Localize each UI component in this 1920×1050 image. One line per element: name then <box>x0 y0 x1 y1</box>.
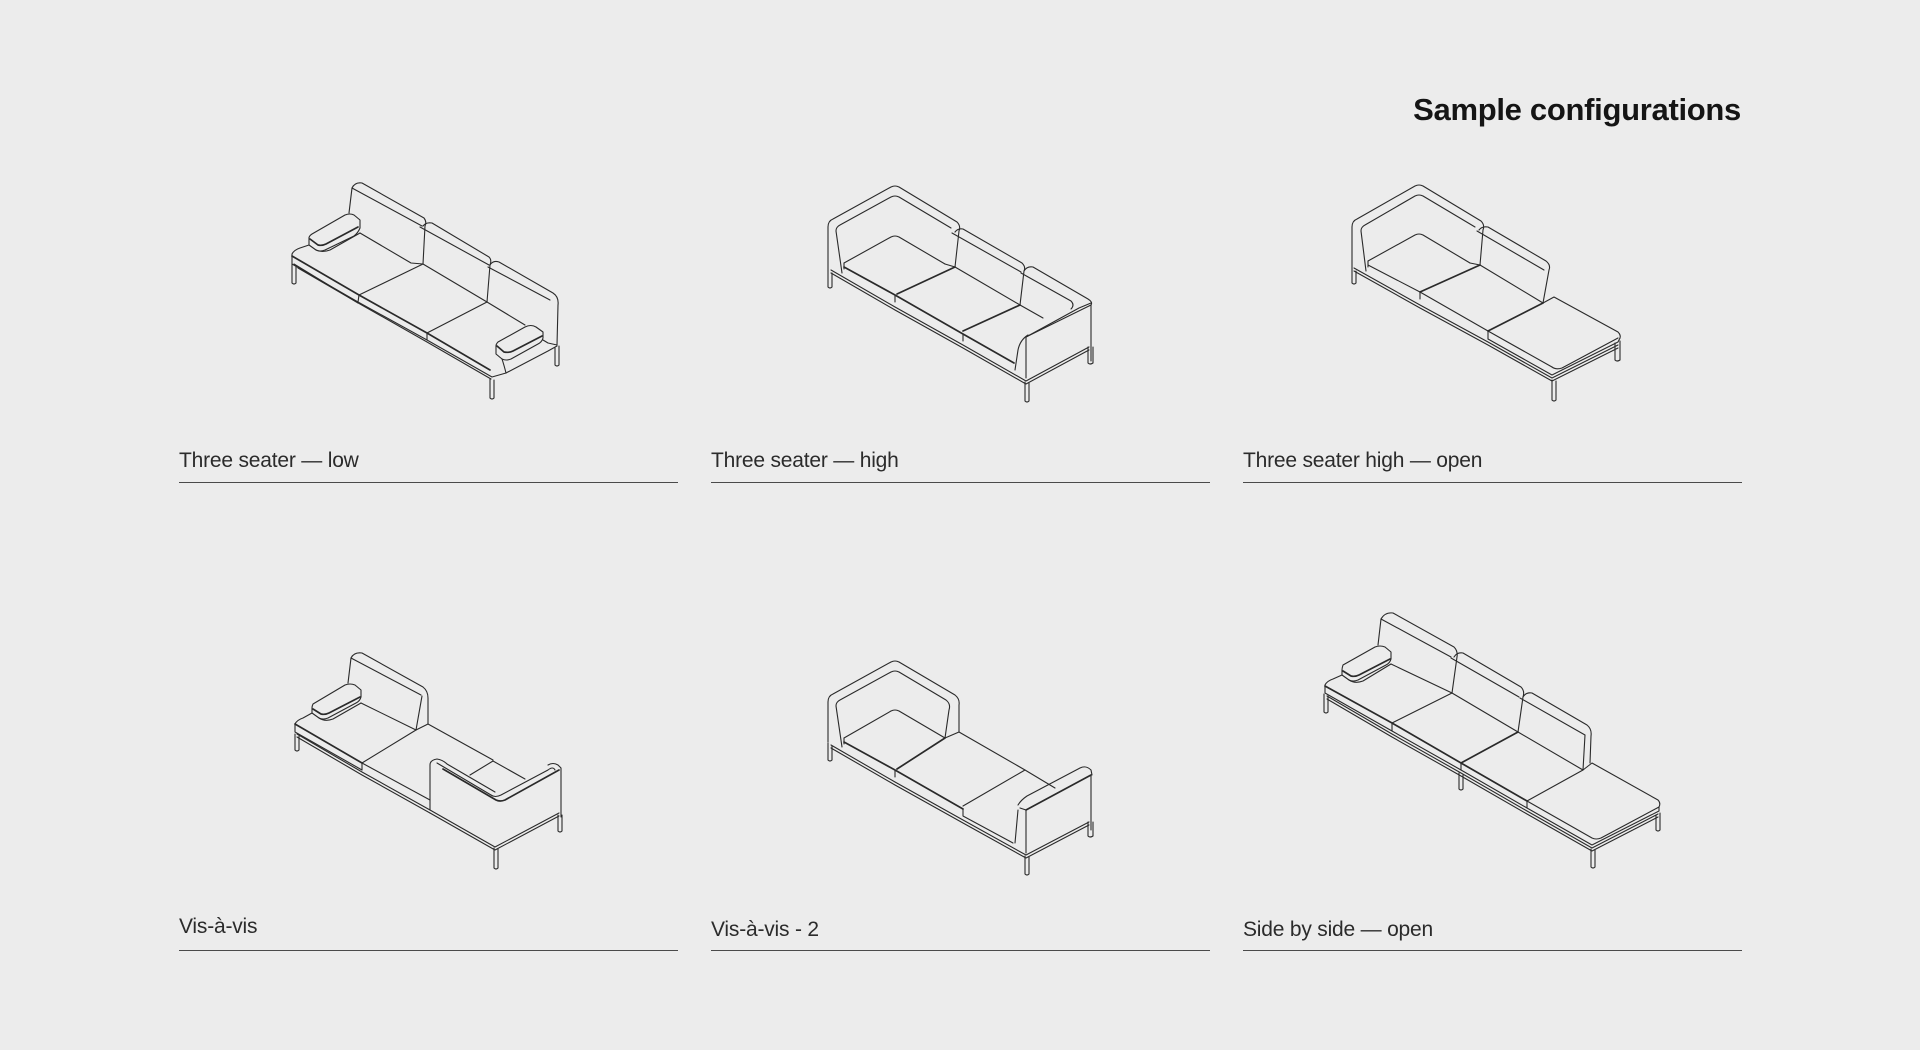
configuration-label: Three seater high — open <box>1243 449 1483 472</box>
sofa-side-by-side-open-icon <box>1315 605 1665 885</box>
divider <box>711 482 1210 483</box>
divider <box>179 950 678 951</box>
configuration-label: Three seater — low <box>179 449 359 472</box>
configuration-label: Vis-à-vis <box>179 915 258 938</box>
configuration-three-seater-high[interactable]: Three seater — high <box>711 170 1210 490</box>
configuration-vis-a-vis-2[interactable]: Vis-à-vis - 2 <box>711 640 1210 960</box>
sofa-three-seater-high-icon <box>815 175 1115 420</box>
configuration-three-seater-high-open[interactable]: Three seater high — open <box>1243 170 1742 490</box>
divider <box>1243 950 1742 951</box>
divider <box>1243 482 1742 483</box>
configuration-label: Three seater — high <box>711 449 899 472</box>
configuration-side-by-side-open[interactable]: Side by side — open <box>1243 600 1742 960</box>
page-title: Sample configurations <box>1413 92 1741 127</box>
sofa-vis-a-vis-2-icon <box>815 650 1115 895</box>
sofa-vis-a-vis-icon <box>285 640 585 885</box>
configuration-label: Side by side — open <box>1243 918 1433 941</box>
sofa-three-seater-low-icon <box>280 170 580 415</box>
divider <box>179 482 678 483</box>
configuration-vis-a-vis[interactable]: Vis-à-vis <box>179 640 678 960</box>
divider <box>711 950 1210 951</box>
configuration-three-seater-low[interactable]: Three seater — low <box>179 170 678 490</box>
sofa-three-seater-high-open-icon <box>1340 175 1640 420</box>
configuration-label: Vis-à-vis - 2 <box>711 918 819 941</box>
